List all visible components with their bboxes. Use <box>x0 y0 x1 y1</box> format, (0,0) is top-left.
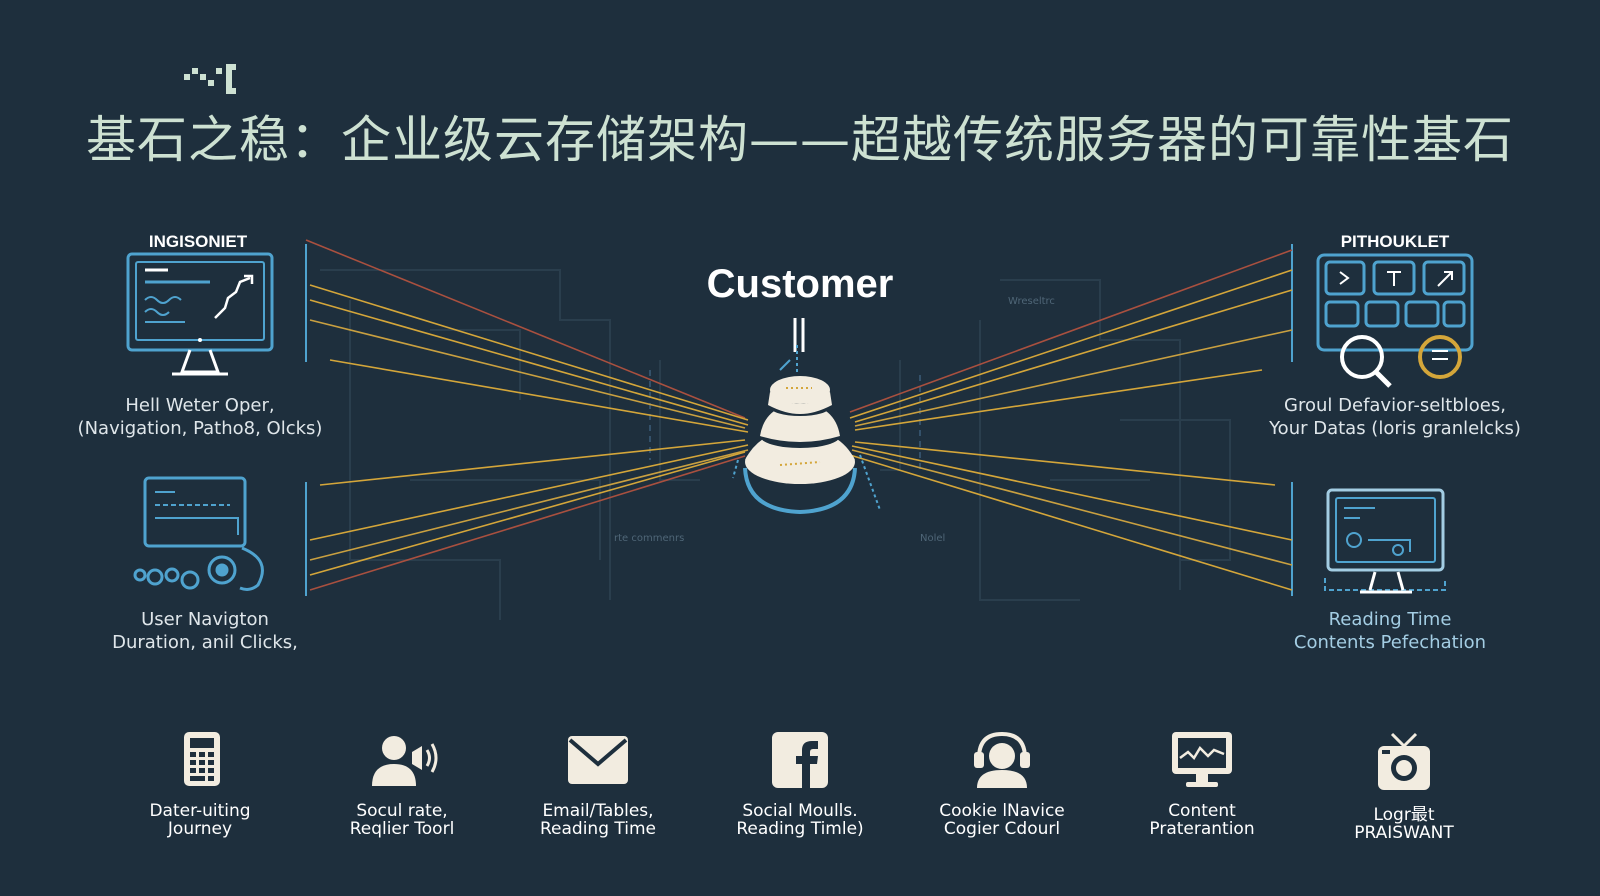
channel-item-6: Content Praterantion <box>1112 730 1292 838</box>
envelope-icon <box>568 736 628 784</box>
channel-item-7: Logr最t PRAISWANT <box>1314 730 1494 842</box>
caption-line: Contents Pefechation <box>1293 632 1487 653</box>
channel-label-line: Social Moulls. <box>742 801 858 821</box>
channel-label: Social Moulls. Reading Timle) <box>710 802 890 838</box>
channel-label-line: Praterantion <box>1149 819 1255 839</box>
channel-label-line: Reading Time <box>539 819 656 839</box>
channel-label-line: Logr最t <box>1373 805 1435 825</box>
caption-top-right: Groul Defavior-seltbloes, Your Datas (lo… <box>1235 394 1555 440</box>
calculator-icon <box>184 732 220 786</box>
caption-line: Reading Time <box>1328 609 1452 630</box>
caption-line: Hell Weter Oper, <box>125 395 275 416</box>
headset-user-icon <box>974 731 1030 788</box>
customer-hub-icon <box>732 318 881 515</box>
channel-label-line: Dater-uiting <box>149 801 251 821</box>
customer-label: Customer <box>706 262 894 306</box>
channel-label: Content Praterantion <box>1112 802 1292 838</box>
tv-camera-icon <box>1378 732 1430 790</box>
analytics-monitor-icon <box>126 252 274 376</box>
channel-label: Cookie lNavice Cogier Cdourl <box>912 802 1092 838</box>
channel-label: Socul rate, Reqlier Toorl <box>312 802 492 838</box>
brand-logo <box>184 64 236 94</box>
caption-bottom-right: Reading Time Contents Pefechation <box>1250 608 1530 654</box>
monitor-chart-icon <box>1172 732 1232 787</box>
user-speaker-icon <box>372 736 438 786</box>
channel-label: Dater-uiting Journey <box>110 802 290 838</box>
channel-label-line: Content <box>1168 801 1236 821</box>
channel-label: Logr最t PRAISWANT <box>1314 806 1494 842</box>
channel-item-5: Cookie lNavice Cogier Cdourl <box>912 730 1092 838</box>
caption-top-left: Hell Weter Oper, (Navigation, Patho8, Ol… <box>50 394 350 440</box>
settings-monitor-icon <box>133 476 264 591</box>
channel-label-line: PRAISWANT <box>1354 823 1454 843</box>
channel-label-line: Socul rate, <box>356 801 448 821</box>
faint-label-left: rte commenrs <box>614 533 685 544</box>
channel-item-4: Social Moulls. Reading Timle) <box>710 730 890 838</box>
page-title: 基石之稳：企业级云存储架构——超越传统服务器的可靠性基石 <box>86 111 1514 169</box>
channel-item-2: Socul rate, Reqlier Toorl <box>312 730 492 838</box>
channel-label-line: Cogier Cdourl <box>943 819 1061 839</box>
panel-title-top-left: INGISONIET <box>148 232 248 251</box>
caption-line: (Navigation, Patho8, Olcks) <box>77 418 323 439</box>
panel-dividers <box>305 244 1293 596</box>
faint-label-right: Nolel <box>920 533 946 544</box>
channel-item-1: Dater-uiting Journey <box>110 730 290 838</box>
caption-line: Duration, anil Clicks, <box>112 632 298 653</box>
channel-label-line: Reqlier Toorl <box>349 819 455 839</box>
caption-line: Your Datas (loris granlelcks) <box>1269 418 1521 439</box>
caption-line: Groul Defavior-seltbloes, <box>1284 395 1506 416</box>
faint-label-top: Wreseltrc <box>1008 296 1055 307</box>
channel-item-3: Email/Tables, Reading Time <box>508 730 688 838</box>
caption-line: User Navigton <box>141 609 269 630</box>
facebook-icon <box>772 732 828 788</box>
caption-bottom-left: User Navigton Duration, anil Clicks, <box>70 608 340 654</box>
search-keys-icon <box>1316 253 1474 388</box>
circuit-traces <box>320 269 1231 620</box>
channel-label-line: Cookie lNavice <box>939 801 1065 821</box>
content-monitor-icon <box>1324 488 1446 594</box>
panel-title-top-right: PITHOUKLET <box>1340 232 1450 251</box>
channel-label: Email/Tables, Reading Time <box>508 802 688 838</box>
channel-label-line: Journey <box>167 819 233 839</box>
channel-label-line: Email/Tables, <box>542 801 654 821</box>
converging-lines <box>305 239 1293 591</box>
channel-label-line: Reading Timle) <box>736 819 864 839</box>
